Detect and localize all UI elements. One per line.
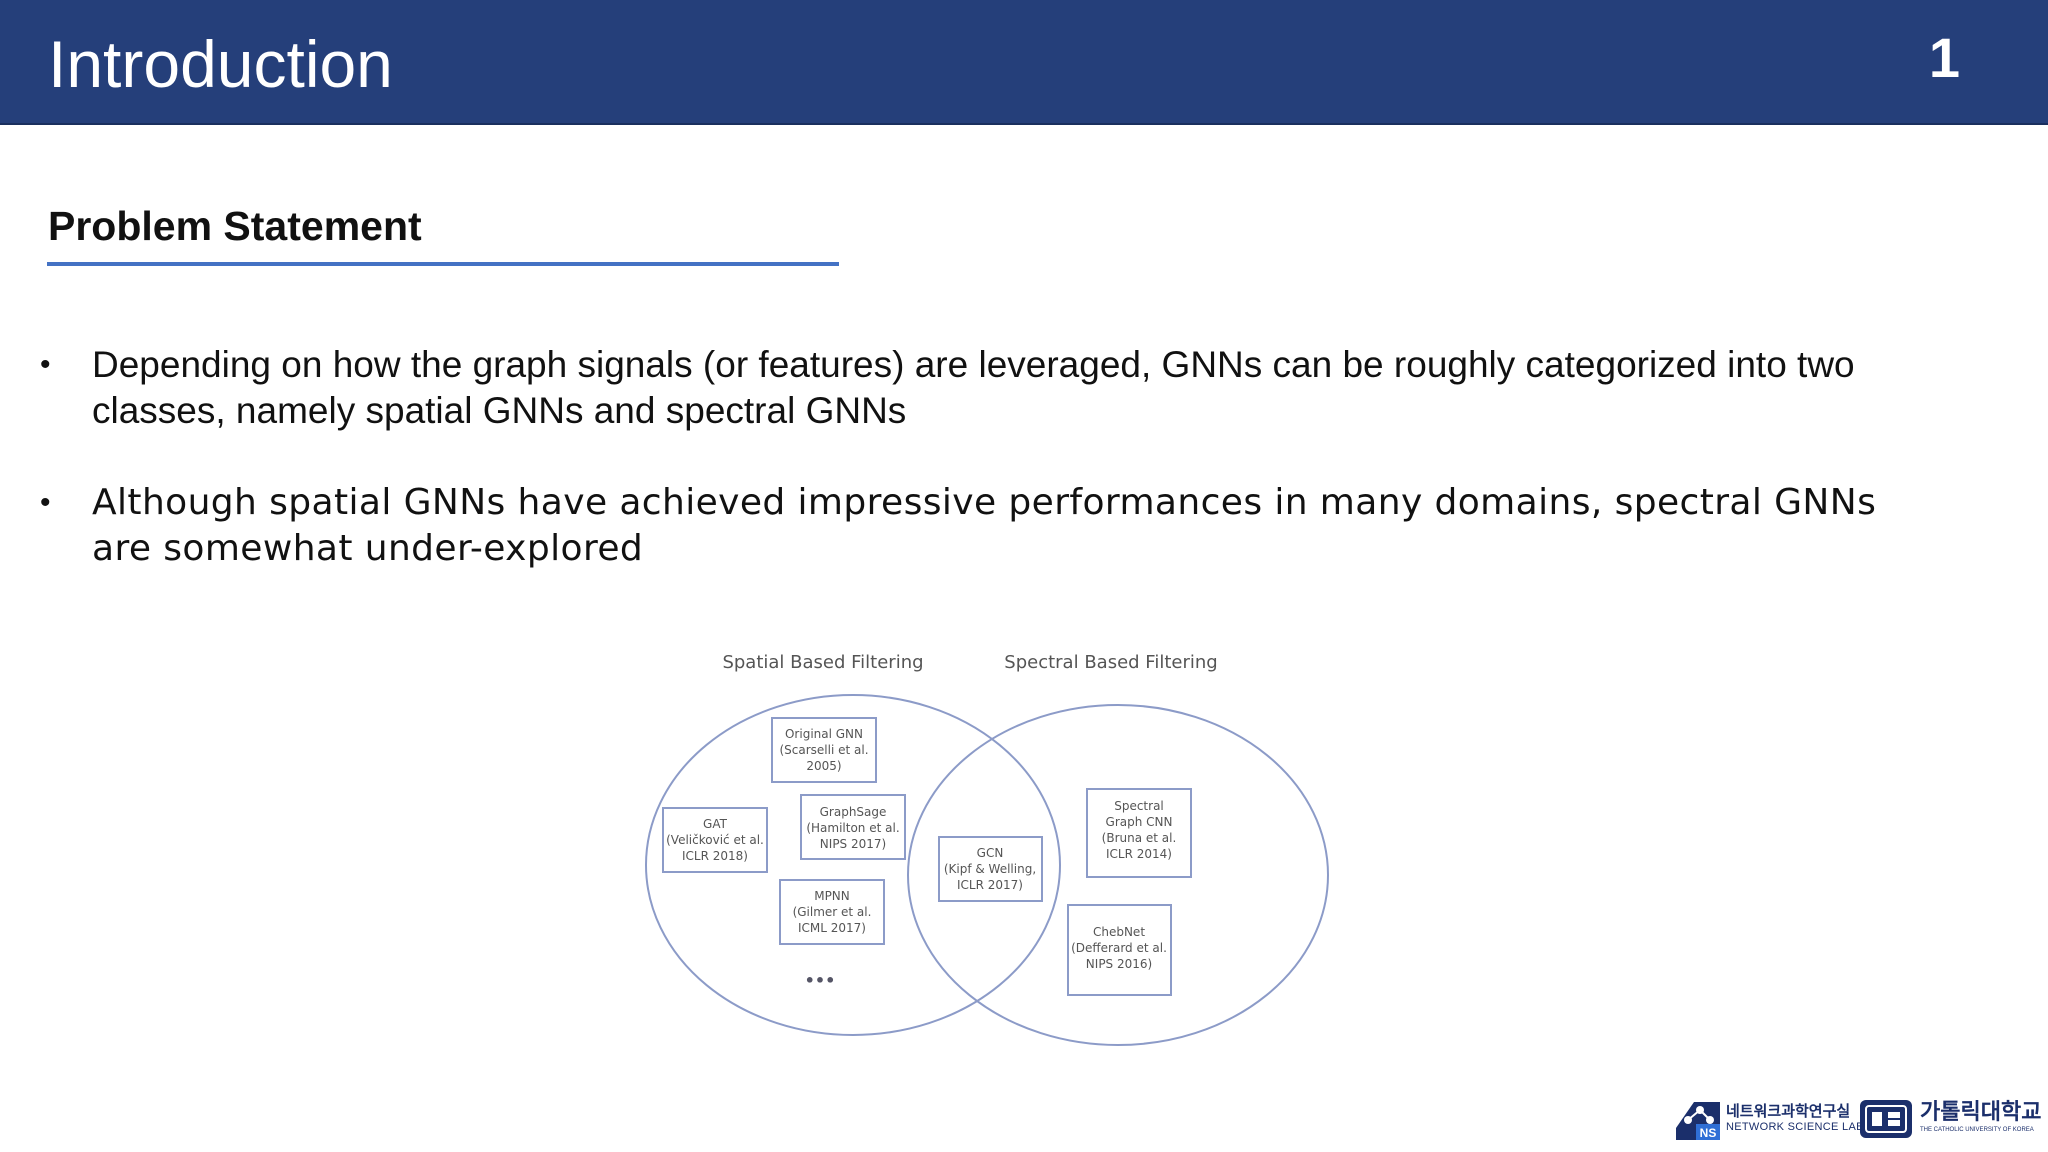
svg-text:NS: NS [1700,1126,1717,1140]
university-emblem-icon [1860,1100,1912,1138]
box-spectral-graph-cnn: Spectral Graph CNN (Bruna et al. ICLR 20… [1086,788,1192,878]
svg-text:ICLR 2018): ICLR 2018) [682,849,748,863]
svg-text:2005): 2005) [806,759,841,773]
section-underline [47,262,839,266]
box-gat: GAT (Veličković et al. ICLR 2018) [662,807,768,873]
footer-logos: NS 네트워크과학연구실 NETWORK SCIENCE LAB 가톨릭대학교 … [1674,1094,2041,1144]
svg-text:ICML 2017): ICML 2017) [798,921,866,935]
svg-text:GAT: GAT [703,817,728,831]
svg-text:Original GNN: Original GNN [785,727,863,741]
svg-text:NIPS 2017): NIPS 2017) [820,837,886,851]
svg-text:GCN: GCN [977,846,1004,860]
slide-number: 1 [1928,26,1960,89]
svg-text:(Hamilton et al.: (Hamilton et al. [806,821,899,835]
network-science-lab-logo: NS 네트워크과학연구실 NETWORK SCIENCE LAB [1674,1094,1863,1144]
spatial-circle [645,694,1061,1036]
spectral-label: Spectral Based Filtering [1004,652,1217,673]
bullet-item-2: • Although spatial GNNs have achieved im… [40,480,1940,572]
university-name-korean: 가톨릭대학교 [1920,1100,2042,1125]
svg-text:(Kipf & Welling,: (Kipf & Welling, [944,862,1036,876]
svg-text:(Veličković et al.: (Veličković et al. [666,833,764,847]
svg-text:MPNN: MPNN [814,889,850,903]
svg-text:Spectral: Spectral [1114,799,1164,813]
svg-text:ICLR 2014): ICLR 2014) [1106,847,1172,861]
svg-text:(Defferard et al.: (Defferard et al. [1071,941,1167,955]
box-gcn: GCN (Kipf & Welling, ICLR 2017) [938,836,1043,902]
bullet-marker: • [40,348,51,381]
lab-name-english: NETWORK SCIENCE LAB [1726,1121,1864,1133]
svg-text:(Gilmer et al.: (Gilmer et al. [793,905,872,919]
box-chebnet: ChebNet (Defferard et al. NIPS 2016) [1067,904,1172,996]
bullet-text-1: Depending on how the graph signals (or f… [92,344,1855,431]
ns-network-icon: NS [1676,1102,1720,1140]
title-bar: Introduction 1 [0,0,2048,125]
slide-title: Introduction [48,27,393,101]
spatial-label: Spatial Based Filtering [722,652,923,673]
svg-text:(Scarselli et al.: (Scarselli et al. [779,743,868,757]
bullet-text-2: Although spatial GNNs have achieved impr… [92,482,1877,569]
box-mpnn: MPNN (Gilmer et al. ICML 2017) [779,879,885,945]
bullet-marker: • [40,486,51,519]
catholic-university-logo: 가톨릭대학교 THE CATHOLIC UNIVERSITY OF KOREA [1858,1094,2041,1144]
university-name-english: THE CATHOLIC UNIVERSITY OF KOREA [1920,1127,2034,1133]
box-original-gnn: Original GNN (Scarselli et al. 2005) [771,717,877,783]
box-graphsage: GraphSage (Hamilton et al. NIPS 2017) [800,794,906,860]
svg-text:GraphSage: GraphSage [820,805,887,819]
section-heading: Problem Statement [48,203,422,249]
venn-diagram: Spatial Based Filtering Spectral Based F… [645,652,1329,1046]
spectral-circle [907,704,1329,1046]
bullet-item-1: • Depending on how the graph signals (or… [40,342,1940,434]
ellipsis: ••• [805,971,836,990]
svg-text:(Bruna et al.: (Bruna et al. [1102,831,1177,845]
svg-text:ChebNet: ChebNet [1093,925,1145,939]
svg-text:NIPS 2016): NIPS 2016) [1086,957,1152,971]
svg-text:ICLR 2017): ICLR 2017) [957,878,1023,892]
svg-text:Graph CNN: Graph CNN [1106,815,1173,829]
lab-name-korean: 네트워크과학연구실 [1726,1102,1851,1120]
